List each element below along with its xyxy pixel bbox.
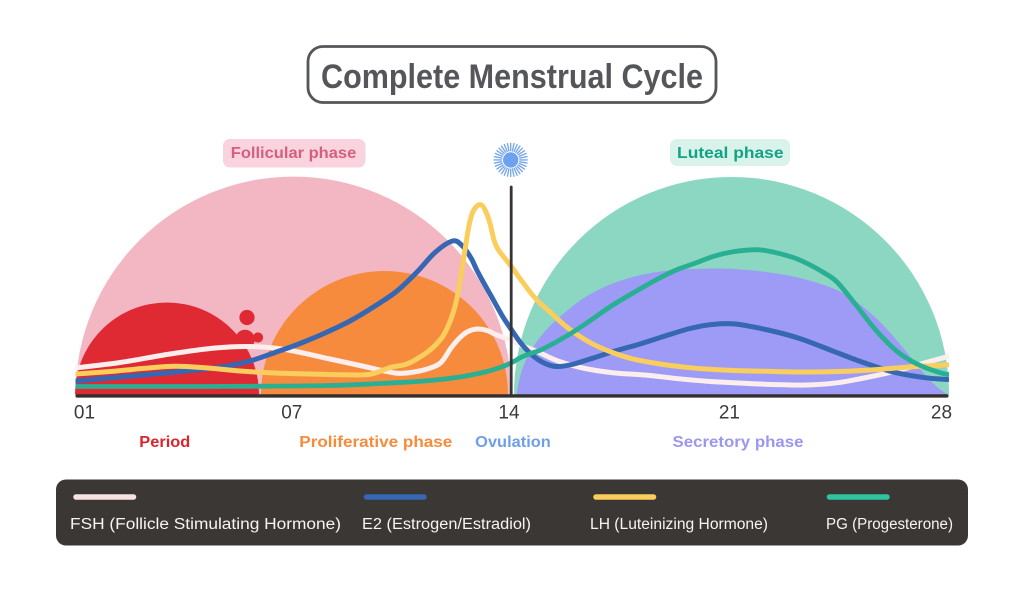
svg-text:01: 01 [74,403,95,424]
svg-text:FSH (Follicle Stimulating Horm: FSH (Follicle Stimulating Hormone) [70,516,341,533]
svg-text:Complete Menstrual Cycle: Complete Menstrual Cycle [321,58,703,96]
svg-text:14: 14 [498,403,520,424]
svg-text:07: 07 [281,403,302,424]
svg-text:Proliferative phase: Proliferative phase [299,434,452,451]
svg-text:Secretory phase: Secretory phase [673,434,804,451]
svg-text:PG (Progesterone): PG (Progesterone) [826,516,953,533]
svg-text:Follicular phase: Follicular phase [231,145,357,162]
svg-text:21: 21 [719,403,740,424]
svg-text:Ovulation: Ovulation [475,434,551,451]
svg-text:Period: Period [139,434,190,451]
svg-text:28: 28 [931,403,952,424]
svg-text:Luteal phase: Luteal phase [677,145,784,162]
svg-text:LH (Luteinizing Hormone): LH (Luteinizing Hormone) [590,516,768,533]
svg-text:E2 (Estrogen/Estradiol): E2 (Estrogen/Estradiol) [362,516,531,533]
